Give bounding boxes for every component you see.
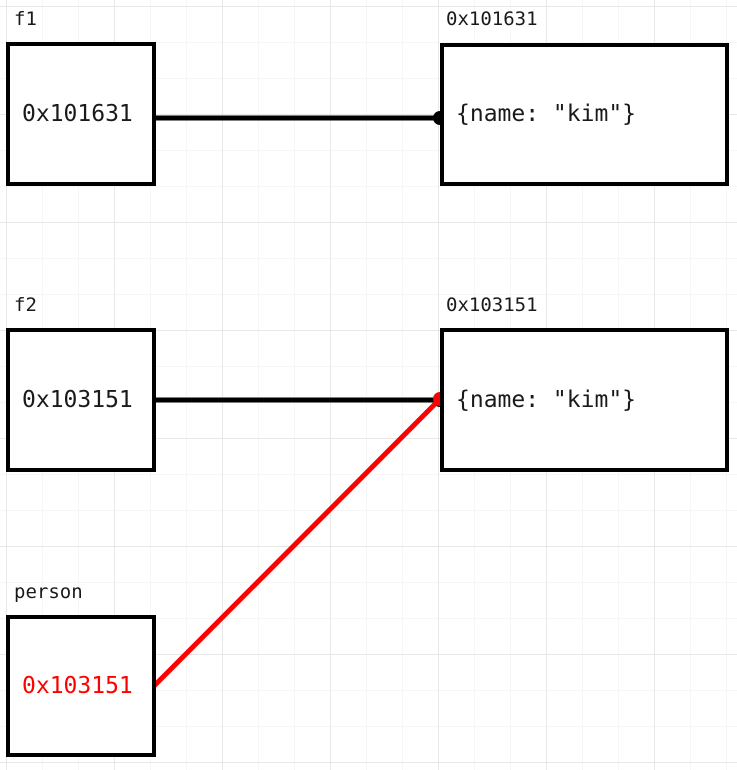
edge-line-person-obj2 bbox=[151, 397, 442, 689]
edge-f2-to-obj2 bbox=[156, 393, 447, 407]
node-box-f2[interactable]: 0x103151 bbox=[6, 328, 156, 472]
node-label-obj1: 0x101631 bbox=[446, 8, 538, 30]
node-label-f2: f2 bbox=[14, 294, 37, 316]
node-value-person: 0x103151 bbox=[22, 672, 133, 699]
edge-f1-to-obj1 bbox=[156, 111, 447, 125]
node-box-person[interactable]: 0x103151 bbox=[6, 615, 156, 757]
node-label-person: person bbox=[14, 581, 83, 603]
node-box-obj2[interactable]: {name: "kim"} bbox=[440, 328, 729, 472]
node-value-f2: 0x103151 bbox=[22, 386, 133, 413]
node-box-f1[interactable]: 0x101631 bbox=[6, 42, 156, 186]
node-box-obj1[interactable]: {name: "kim"} bbox=[440, 43, 729, 186]
node-value-obj2: {name: "kim"} bbox=[456, 386, 637, 413]
node-label-f1: f1 bbox=[14, 8, 37, 30]
edge-person-to-obj2 bbox=[151, 392, 447, 689]
node-value-obj1: {name: "kim"} bbox=[456, 101, 637, 127]
node-value-f1: 0x101631 bbox=[22, 100, 133, 127]
node-label-obj2: 0x103151 bbox=[446, 294, 538, 316]
